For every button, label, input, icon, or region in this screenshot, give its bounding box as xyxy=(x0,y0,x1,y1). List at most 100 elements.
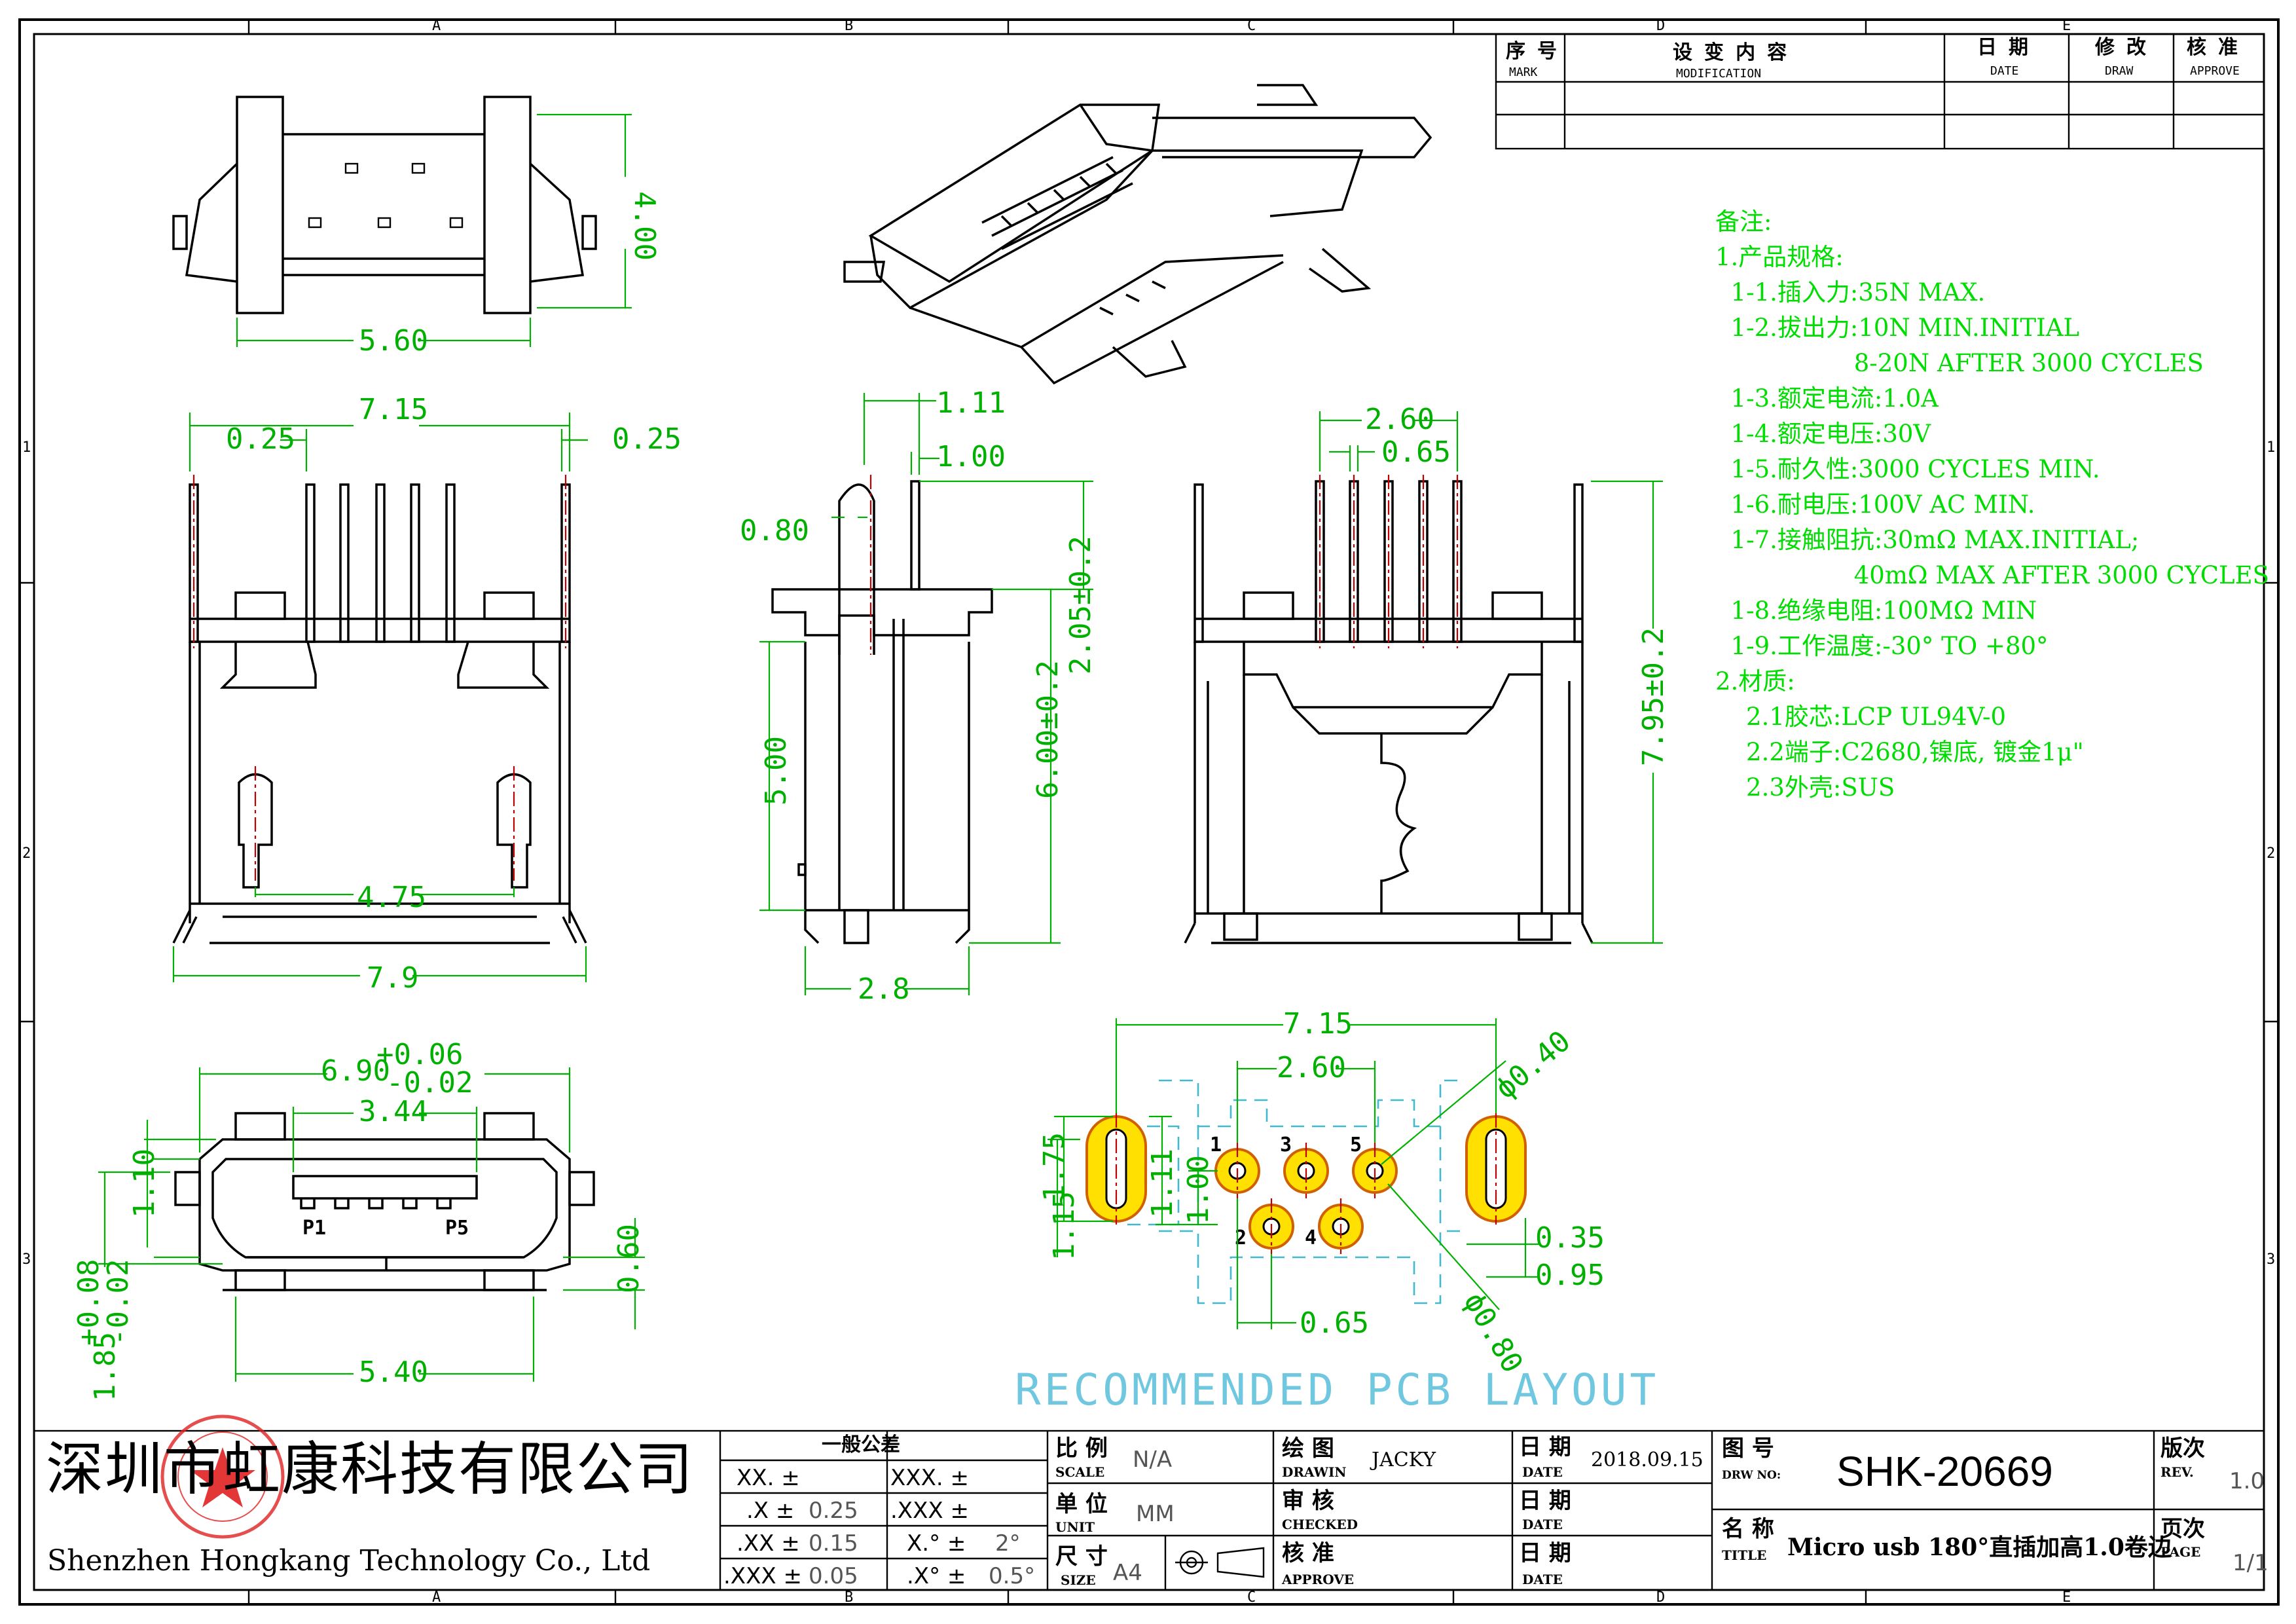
dim-label: 1.00 xyxy=(936,440,1006,473)
zone-number: 1 xyxy=(2267,439,2275,456)
dim-label: 0.95 xyxy=(1535,1259,1605,1292)
note-line: 1-3.额定电流:1.0A xyxy=(1715,384,1939,413)
projection-symbol xyxy=(1175,1547,1265,1578)
rev-label: 版次 xyxy=(2160,1435,2205,1462)
size-label: 尺 寸 xyxy=(1055,1543,1108,1570)
dim-label: 0.65 xyxy=(1300,1306,1369,1340)
dim-label: 0.80 xyxy=(740,514,809,547)
zone-letter: E xyxy=(2062,18,2071,34)
note-line: 2.2端子:C2680,镍底, 镀金1μ" xyxy=(1715,738,2084,766)
zone-letter: C xyxy=(1247,1589,1256,1606)
rev-value: 1.0 xyxy=(2229,1468,2265,1494)
rev-head-mark: 序 号 xyxy=(1506,40,1557,63)
unit-label-en: UNIT xyxy=(1055,1519,1095,1535)
approve-label: 核 准 xyxy=(1282,1540,1334,1566)
tol-label: XX. ± xyxy=(737,1465,800,1491)
title-label-en: TITLE xyxy=(1722,1547,1767,1563)
tol-label: .XX ± xyxy=(737,1530,800,1557)
drawing-number: SHK-20669 xyxy=(1836,1448,2053,1495)
isometric-view xyxy=(843,84,1432,385)
drawing-number-label-en: DRW NO: xyxy=(1722,1469,1781,1482)
title-label: 名 称 xyxy=(1722,1516,1774,1542)
dim-label: 5.40 xyxy=(359,1356,428,1389)
tol-label: XXX. ± xyxy=(890,1465,969,1491)
rev-head-mod-en: MODIFICATION xyxy=(1676,67,1761,81)
dim-label: 4.00 xyxy=(628,191,661,261)
note-line: 备注: xyxy=(1715,208,1772,236)
dim-label: 7.15 xyxy=(1283,1007,1353,1041)
tol-label: X.° ± xyxy=(907,1530,966,1557)
date-label: 日 期 xyxy=(1519,1488,1571,1514)
dim-label: 1.75 xyxy=(1038,1132,1071,1202)
drawing-number-label: 图 号 xyxy=(1722,1435,1774,1462)
note-line: 1-7.接触阻抗:30mΩ MAX.INITIAL; xyxy=(1715,526,2140,554)
scale-value: N/A xyxy=(1133,1447,1173,1473)
dim-label: 0.60 xyxy=(612,1224,646,1293)
page-label: 页次 xyxy=(2160,1516,2205,1542)
tol-label: .X° ± xyxy=(907,1563,966,1589)
scale-label-en: SCALE xyxy=(1055,1464,1105,1480)
pcb-pin-number: 5 xyxy=(1350,1134,1362,1156)
dim-label: 4.75 xyxy=(357,881,426,914)
note-line: 1-2.拔出力:10N MIN.INITIAL xyxy=(1715,314,2080,342)
pcb-pin-number: 1 xyxy=(1210,1134,1222,1156)
rear-view: 2.60 0.65 7.95±0.2 xyxy=(1184,403,1670,944)
dim-label: 7.9 xyxy=(367,961,418,995)
rev-label-en: REV. xyxy=(2160,1464,2194,1480)
checked-label: 审 核 xyxy=(1282,1488,1334,1514)
date-value: 2018.09.15 xyxy=(1591,1449,1704,1471)
rev-head-approve: 核 准 xyxy=(2187,36,2238,59)
dim-label: 3.44 xyxy=(359,1095,428,1128)
drawn-value: JACKY xyxy=(1372,1449,1436,1471)
zone-labels: A B C D E A B C D E 1 2 3 1 2 3 xyxy=(22,18,2275,1606)
company-name-en: Shenzhen Hongkang Technology Co., Ltd xyxy=(47,1544,651,1578)
pcb-pin-number: 2 xyxy=(1235,1227,1247,1249)
company-seal xyxy=(160,1414,285,1539)
dim-label: 2.8 xyxy=(858,972,909,1006)
note-line: 1-8.绝缘电阻:100MΩ MIN xyxy=(1715,597,2037,625)
tol-value: 2° xyxy=(995,1530,1021,1557)
date-label-en: DATE xyxy=(1522,1517,1563,1532)
outer-frame xyxy=(18,18,2280,1606)
tol-value: 0.15 xyxy=(809,1530,858,1557)
note-line: 8-20N AFTER 3000 CYCLES xyxy=(1715,349,2204,377)
note-line: 1-9.工作温度:-30° TO +80° xyxy=(1715,632,2049,660)
zone-number: 2 xyxy=(22,845,31,862)
revision-headers: 序 号 MARK 设 变 内 容 MODIFICATION 日 期 DATE 修… xyxy=(1506,36,2240,81)
dim-label: 1.15 xyxy=(1048,1191,1081,1261)
rev-head-approve-en: APPROVE xyxy=(2190,64,2240,78)
date-label: 日 期 xyxy=(1519,1434,1571,1460)
zone-letter: A xyxy=(432,18,441,34)
bottom-view: 6.90 +0.06 -0.02 3.44 1.10 1.85 +0.08 -0… xyxy=(72,1038,646,1401)
tol-value: 0.5° xyxy=(989,1563,1036,1589)
dim-label: 0.25 xyxy=(612,422,682,456)
drawn-label-en: DRAWIN xyxy=(1282,1464,1347,1480)
unit-value: MM xyxy=(1136,1501,1175,1527)
zone-ticks xyxy=(20,20,2278,1604)
part-title: Micro usb 180°直插加高1.0卷边 xyxy=(1787,1534,2172,1561)
size-label-en: SIZE xyxy=(1061,1572,1096,1588)
zone-number: 3 xyxy=(2267,1251,2275,1268)
note-line: 1-1.插入力:35N MAX. xyxy=(1715,278,1986,306)
tol-value: 0.05 xyxy=(809,1563,858,1589)
dim-label: 1.11 xyxy=(936,386,1006,420)
approve-label-en: APPROVE xyxy=(1282,1572,1355,1587)
drawn-label: 绘 图 xyxy=(1282,1435,1334,1462)
dim-label: 1.11 xyxy=(1146,1149,1179,1218)
zone-letter: E xyxy=(2062,1589,2071,1606)
dim-tolerance: -0.02 xyxy=(386,1066,473,1099)
date-label: 日 期 xyxy=(1519,1540,1571,1566)
rev-head-draw: 修 改 xyxy=(2094,36,2146,59)
note-line: 2.1胶芯:LCP UL94V-0 xyxy=(1715,703,2007,731)
title-block-grid xyxy=(33,1430,2265,1591)
date-label-en: DATE xyxy=(1522,1464,1563,1480)
note-line: 2.材质: xyxy=(1715,667,1795,695)
dim-label: 2.60 xyxy=(1277,1051,1346,1084)
top-view: 5.60 4.00 xyxy=(172,96,661,358)
tol-label: .XXX ± xyxy=(890,1498,969,1524)
note-line: 1-4.额定电压:30V xyxy=(1715,420,1931,448)
dim-label: 6.00±0.2 xyxy=(1031,660,1065,799)
zone-letter: C xyxy=(1247,18,1256,34)
pin-label: P5 xyxy=(445,1217,469,1240)
